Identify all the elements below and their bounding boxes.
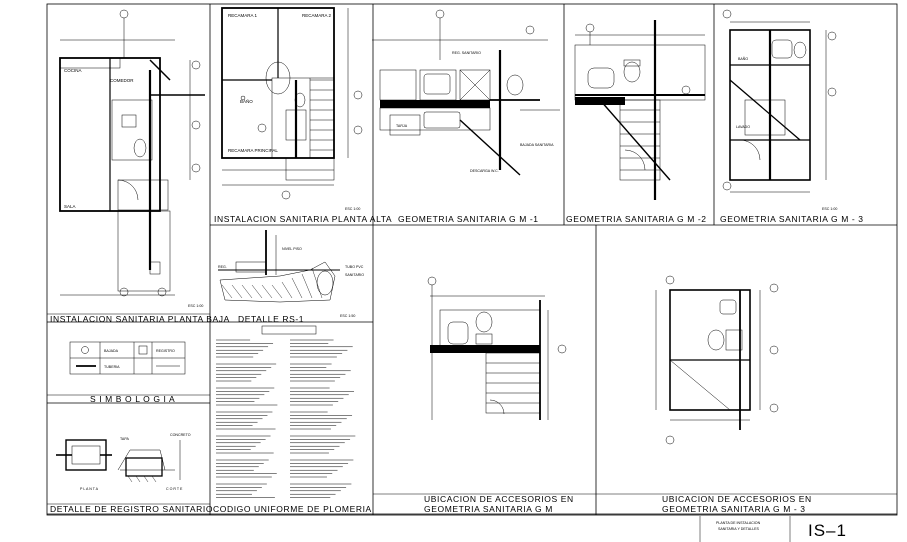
detalle-rs1-title: DETALLE RS-1 (238, 314, 304, 324)
registro-corte-label: C O R T E (166, 487, 183, 491)
geometria-2-title: GEOMETRIA SANITARIA G M -2 (566, 214, 707, 224)
svg-text:REG.: REG. (218, 265, 227, 269)
svg-text:SALA: SALA (64, 204, 76, 209)
svg-text:BAJADA: BAJADA (104, 349, 119, 353)
svg-text:NIVEL PISO: NIVEL PISO (282, 247, 302, 251)
ubicacion-3-title-line1: UBICACION DE ACCESORIOS EN (662, 494, 812, 504)
svg-text:TARJA: TARJA (396, 124, 408, 128)
svg-text:BAJADA SANITARIA: BAJADA SANITARIA (520, 143, 554, 147)
geometria-1-title: GEOMETRIA SANITARIA G M -1 (398, 214, 539, 224)
codigo-title: CODIGO UNIFORME DE PLOMERIA (213, 504, 372, 514)
ubicacion-2-drawing (427, 276, 567, 420)
planta-baja-scale: ESC 1:00 (188, 304, 203, 308)
sheet-title-line1: PLANTA DE INSTALACION (716, 521, 761, 525)
planta-alta-scale: ESC 1:00 (345, 207, 360, 211)
svg-text:DESCARGA W.C.: DESCARGA W.C. (470, 169, 499, 173)
simbologia-title: S I M B O L O G I A (90, 394, 175, 404)
registro-planta-label: P L A N T A (80, 487, 99, 491)
sheet-title-block: PLANTA DE INSTALACION SANITARIA Y DETALL… (699, 516, 847, 542)
codigo-text-block (216, 325, 356, 498)
panel-captions: INSTALACION SANITARIA PLANTA BAJA INSTAL… (47, 214, 897, 514)
svg-text:TAPA: TAPA (120, 437, 129, 441)
svg-text:LAVADO: LAVADO (736, 125, 750, 129)
ubicacion-2-title-line2: GEOMETRIA SANITARIA G M (424, 504, 553, 514)
detalle-rs1-drawing: REG. NIVEL PISO TUBO PVC SANITARIO ESC 1… (218, 230, 364, 318)
svg-text:REGISTRO: REGISTRO (156, 349, 175, 353)
registro-title: DETALLE DE REGISTRO SANITARIO (50, 504, 213, 514)
ubicacion-2-title-line1: UBICACION DE ACCESORIOS EN (424, 494, 574, 504)
geometria-3-title: GEOMETRIA SANITARIA G M - 3 (720, 214, 864, 224)
svg-text:BAÑO: BAÑO (738, 56, 748, 61)
ubicacion-3-drawing (655, 275, 779, 445)
svg-text:REG. SANITARIO: REG. SANITARIO (452, 51, 481, 55)
planta-alta-plan: RECAMARA 1 RECAMARA 2 BAÑO RECAMARA PRIN… (221, 7, 363, 211)
ubicacion-3-title-line2: GEOMETRIA SANITARIA G M - 3 (662, 504, 806, 514)
svg-text:TUBERIA: TUBERIA (104, 365, 120, 369)
geometria-3-scale: ESC 1:00 (822, 207, 837, 211)
simbologia-table: BAJADA TUBERIA REGISTRO (69, 341, 186, 375)
planta-baja-plan: COCINA SALA COMEDOR ESC 1:00 (59, 9, 205, 308)
svg-text:SANITARIO: SANITARIO (345, 273, 364, 277)
planta-baja-title: INSTALACION SANITARIA PLANTA BAJA (50, 314, 230, 324)
svg-text:COCINA: COCINA (64, 68, 82, 73)
sheet-number: IS–1 (808, 521, 847, 540)
svg-text:RECAMARA 2: RECAMARA 2 (302, 13, 332, 18)
svg-text:BAÑO: BAÑO (240, 98, 253, 104)
sheet-title-line2: SANITARIA Y DETALLES (718, 527, 759, 531)
svg-text:CONCRETO: CONCRETO (170, 433, 191, 437)
geometria-2-drawing (574, 20, 706, 200)
svg-text:RECAMARA 1: RECAMARA 1 (228, 13, 258, 18)
detalle-rs1-scale: ESC 1:50 (340, 314, 355, 318)
geometria-1-drawing: REG. SANITARIO BAJADA SANITARIA DESCARGA… (372, 9, 560, 176)
svg-text:COMEDOR: COMEDOR (110, 78, 134, 83)
svg-text:TUBO PVC: TUBO PVC (345, 265, 364, 269)
svg-text:RECAMARA PRINCIPAL: RECAMARA PRINCIPAL (228, 148, 278, 153)
panel-borders (46, 3, 898, 516)
geometria-3-drawing: BAÑO LAVADO ESC 1:00 (722, 9, 837, 211)
planta-alta-title: INSTALACION SANITARIA PLANTA ALTA (214, 214, 392, 224)
registro-drawing: TAPA CONCRETO P L A N T A C O R T E (56, 433, 191, 491)
